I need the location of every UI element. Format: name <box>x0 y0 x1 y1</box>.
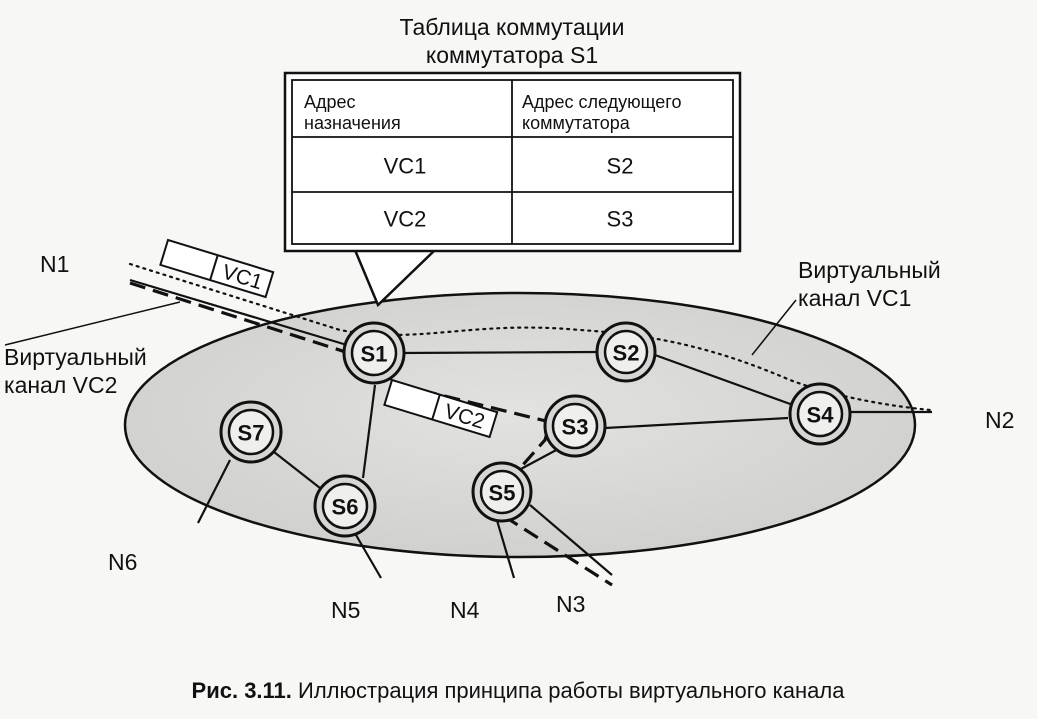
link-s3-s4 <box>604 416 789 430</box>
switch-s5-label: S5 <box>489 481 516 506</box>
figure-caption-text: Иллюстрация принципа работы виртуального… <box>292 678 845 703</box>
packet-vc1-label: VC1 <box>219 260 265 294</box>
table-title-line2: коммутатора S1 <box>426 42 598 68</box>
table-row1-dest: VC1 <box>384 154 427 179</box>
switch-s2: S2 <box>595 321 657 383</box>
switch-s1: S1 <box>342 321 406 385</box>
label-pointer-vc2 <box>4 301 181 346</box>
switch-s6-label: S6 <box>332 495 359 520</box>
switch-s3: S3 <box>543 394 607 458</box>
packet-vc1-body <box>159 238 275 299</box>
switch-s4: S4 <box>788 382 852 446</box>
switching-table: Адрес назначения Адрес следующего коммут… <box>283 71 742 308</box>
link-s5-n4 <box>494 516 516 579</box>
network-n3: N3 <box>556 591 585 617</box>
header-col1-line2: назначения <box>304 113 401 133</box>
figure-caption: Рис. 3.11. Иллюстрация принципа работы в… <box>192 678 846 703</box>
label-pointer-vc1 <box>751 299 797 356</box>
link-s1-s2 <box>399 350 599 355</box>
network-n5: N5 <box>331 597 360 623</box>
network-n1: N1 <box>40 251 69 277</box>
link-n1-s1 <box>129 278 348 347</box>
link-s1-s6 <box>361 384 377 479</box>
switch-s3-label: S3 <box>562 415 589 440</box>
link-s6-s7 <box>273 451 321 489</box>
packet-vc2-body <box>383 378 499 439</box>
link-s6-n5 <box>355 534 382 579</box>
figure-caption-number: Рис. 3.11. <box>192 678 292 703</box>
switch-s5: S5 <box>471 461 533 523</box>
packet-vc2-divider <box>431 394 441 420</box>
vc1-label-line2: канал VC1 <box>798 285 911 311</box>
switch-s7-label: S7 <box>238 421 265 446</box>
packet-vc1: VC1 <box>159 238 275 299</box>
network-n6: N6 <box>108 549 137 575</box>
vc2-label-line2: канал VC2 <box>4 372 117 398</box>
table-row1-next: S2 <box>607 154 634 179</box>
header-col2-line2: коммутатора <box>522 113 631 133</box>
link-s5-n3 <box>529 504 613 576</box>
link-s7-n6 <box>197 459 231 524</box>
network-n2: N2 <box>985 407 1014 433</box>
switch-s2-label: S2 <box>613 341 640 366</box>
switch-s4-label: S4 <box>807 403 835 428</box>
header-col2-line1: Адрес следующего <box>522 92 681 112</box>
links <box>4 278 932 579</box>
table-title-line1: Таблица коммутации <box>399 14 624 40</box>
table-callout-pointer <box>353 249 436 308</box>
vc1-label-line1: Виртуальный <box>798 257 941 283</box>
table-row2-next: S3 <box>607 207 634 232</box>
vc2-label-line1: Виртуальный <box>4 344 147 370</box>
packet-vc1-divider <box>209 254 219 281</box>
network-n4: N4 <box>450 597 480 623</box>
link-s3-s5 <box>518 447 561 471</box>
switch-s7: S7 <box>219 400 283 464</box>
header-col1-line1: Адрес <box>304 92 356 112</box>
switch-s1-label: S1 <box>361 342 388 367</box>
switch-s6: S6 <box>313 474 377 538</box>
table-row2-dest: VC2 <box>384 207 427 232</box>
link-s2-s4 <box>654 353 794 407</box>
